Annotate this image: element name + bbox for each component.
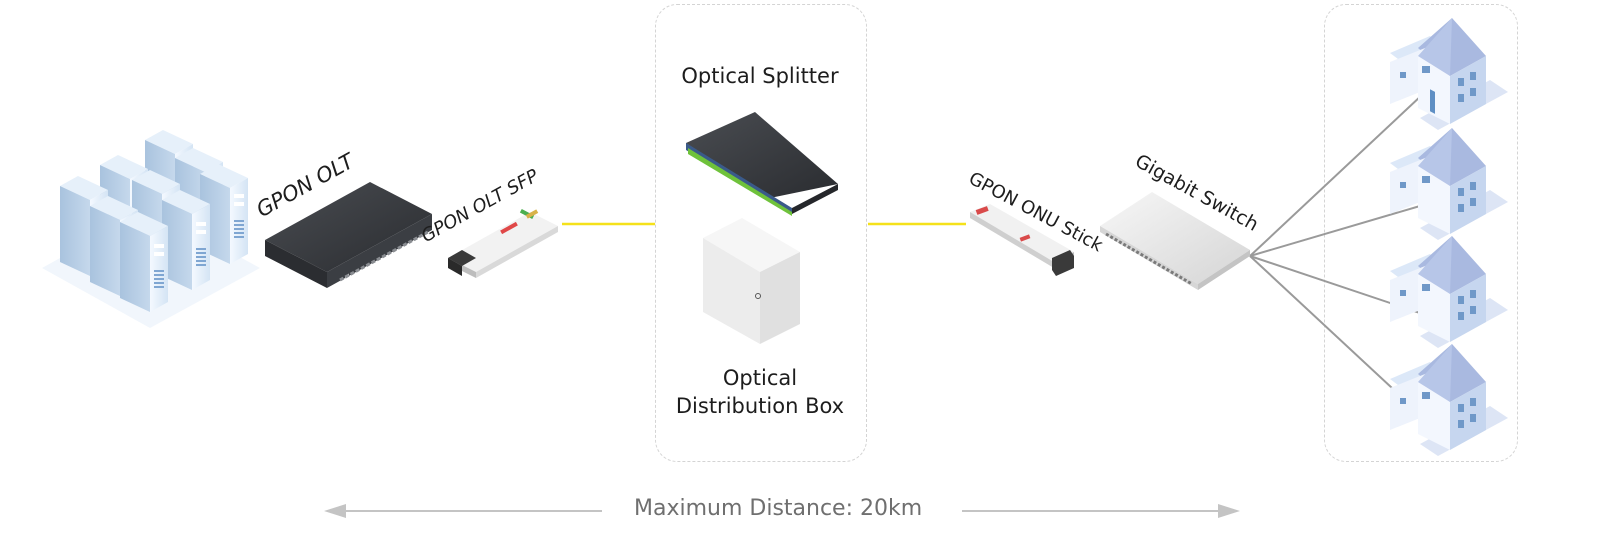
gigabit-switch-icon [1100, 192, 1250, 290]
switch-to-home-links [1249, 94, 1423, 389]
onu-stick-icon [970, 204, 1074, 276]
house-icon [1390, 236, 1508, 348]
house-icon [1390, 344, 1508, 456]
homes-group [1390, 18, 1508, 456]
odb-label-line2: Distribution Box [675, 394, 845, 418]
distance-arrow-right-head [1218, 504, 1240, 518]
house-icon [1390, 128, 1508, 240]
house-icon [1390, 18, 1508, 130]
optical-splitter-icon [686, 112, 838, 216]
server-cluster-icon [42, 130, 260, 328]
distribution-box-icon [703, 218, 800, 344]
link-home-1 [1249, 94, 1423, 257]
link-home-4 [1249, 255, 1393, 389]
distance-arrow-left-head [324, 504, 346, 518]
sfp-module-icon [448, 208, 558, 278]
olt-switch-icon [265, 182, 432, 288]
link-home-2 [1249, 205, 1421, 257]
splitter-label: Optical Splitter [681, 64, 839, 88]
homes-group-box [1324, 4, 1518, 462]
distance-label: Maximum Distance: 20km [634, 496, 923, 521]
odb-label-line1: Optical [722, 366, 798, 390]
splitter-group-box [655, 4, 867, 462]
distance-arrow [324, 504, 1240, 518]
